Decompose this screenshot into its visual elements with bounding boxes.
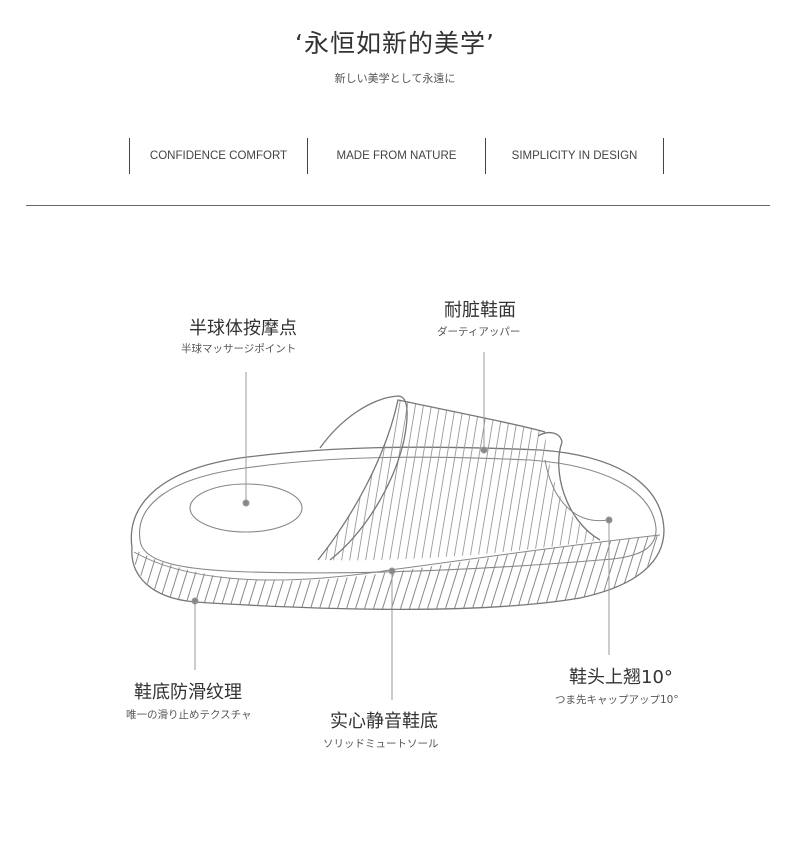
toe-subtitle: つま先キャップアップ10° — [555, 694, 679, 706]
toe-callout-dot — [605, 516, 613, 524]
massage-subtitle: 半球マッサージポイント — [181, 343, 297, 355]
upper-title: 耐脏鞋面 — [444, 300, 516, 321]
silent-subtitle: ソリッドミュートソール — [323, 738, 439, 750]
section-divider — [26, 205, 770, 206]
tagline-bar: CONFIDENCE COMFORT MADE FROM NATURE SIMP… — [129, 138, 664, 174]
antislip-subtitle: 唯一の滑り止めテクスチャ — [126, 709, 252, 721]
massage-callout-dot — [242, 499, 250, 507]
massage-title: 半球体按摩点 — [189, 318, 297, 339]
page-subtitle: 新しい美学として永遠に — [334, 72, 456, 85]
page-title: ‘永恒如新的美学’ — [295, 29, 495, 58]
callout-lines — [191, 352, 613, 700]
antislip-callout-dot — [191, 597, 199, 605]
sole-edge — [133, 534, 661, 581]
antislip-title: 鞋底防滑纹理 — [134, 682, 242, 703]
upper-callout-dot — [480, 446, 488, 454]
strap-outline — [317, 399, 546, 561]
tagline-simplicity-in-design: SIMPLICITY IN DESIGN — [486, 138, 664, 174]
footbed-outline — [139, 456, 657, 574]
tagline-made-from-nature: MADE FROM NATURE — [308, 138, 486, 174]
upper-subtitle: ダーティアッパー — [437, 326, 521, 338]
tagline-confidence-comfort: CONFIDENCE COMFORT — [130, 138, 308, 174]
silent-callout-dot — [388, 567, 396, 575]
toe-title: 鞋头上翘10° — [569, 667, 673, 688]
sole-outline — [130, 446, 665, 611]
silent-title: 实心静音鞋底 — [330, 711, 438, 732]
sole-side-hatch — [132, 535, 662, 610]
